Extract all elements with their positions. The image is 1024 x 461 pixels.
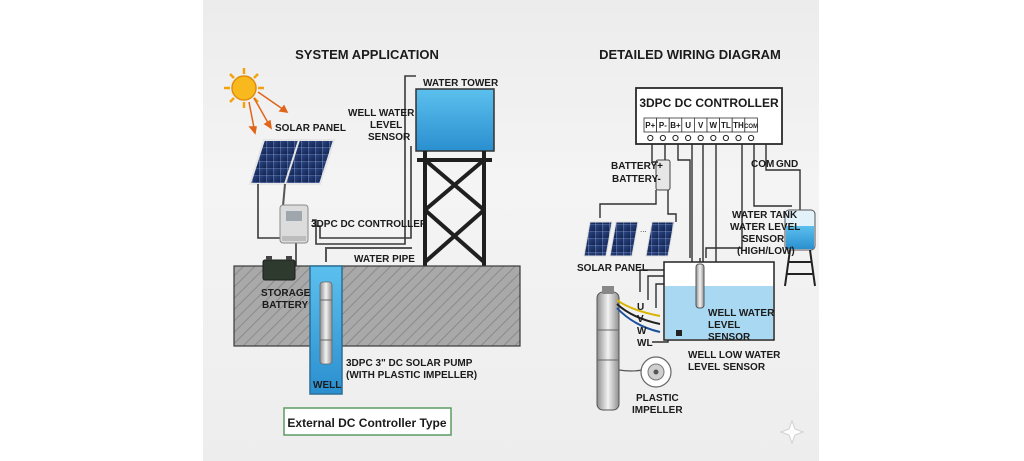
com-label: COM — [751, 159, 774, 170]
left-sensor-label-3: SENSOR — [368, 132, 411, 143]
battery-label-1: STORAGE — [261, 288, 311, 299]
terminal-label: COM — [744, 124, 758, 130]
left-pump-label-1: 3DPC 3" DC SOLAR PUMP — [346, 358, 473, 369]
terminal-label: U — [685, 121, 691, 130]
left-pump-label-2: (WITH PLASTIC IMPELLER) — [346, 370, 477, 381]
tank-sensor-label-4: (HIGH/LOW) — [737, 246, 795, 257]
wire-v-label: V — [637, 314, 644, 325]
pump-cable — [616, 299, 661, 333]
impeller-label-2: IMPELLER — [632, 405, 683, 416]
well-sensor-label-2: LEVEL — [708, 320, 740, 331]
right-pump-icon — [596, 286, 620, 411]
water-tower-tank — [415, 88, 495, 152]
terminal-screw — [697, 134, 704, 142]
sun-icon — [224, 68, 264, 108]
water-pipe-label: WATER PIPE — [354, 254, 415, 265]
terminal-screw — [735, 134, 742, 142]
left-pump-icon — [319, 281, 333, 365]
water-tower-label: WATER TOWER — [423, 78, 499, 89]
sparkle-icon — [779, 419, 805, 445]
right-controller-title: 3DPC DC CONTROLLER — [639, 96, 779, 110]
type-box — [283, 407, 452, 436]
well-water — [665, 286, 773, 339]
right-title: DETAILED WIRING DIAGRAM — [599, 47, 781, 62]
terminal-screw — [748, 134, 755, 142]
low-sensor-icon — [676, 330, 682, 336]
terminal-label: V — [698, 121, 704, 130]
water-tank-icon — [784, 209, 816, 287]
impeller-label-1: PLASTIC — [636, 393, 679, 404]
terminal-label: P- — [659, 121, 667, 130]
battery-icon — [262, 256, 296, 281]
impeller-leader — [618, 369, 643, 372]
terminal-screw — [722, 134, 730, 142]
type-box-label: External DC Controller Type — [287, 416, 446, 430]
left-controller-icon — [279, 204, 309, 244]
terminal-screw — [647, 134, 654, 142]
terminal-screw — [659, 134, 667, 142]
terminal-label: TL — [721, 121, 731, 130]
terminal-screw — [685, 134, 692, 142]
well-sensor-label-3: SENSOR — [708, 332, 751, 343]
low-sensor-label-1: WELL LOW WATER — [688, 350, 781, 361]
gnd-label: GND — [776, 159, 798, 170]
terminal-label: B+ — [670, 121, 681, 130]
svg-text:...: ... — [640, 225, 647, 234]
wire-wl-label: WL — [637, 338, 653, 349]
left-sensor-label-2: LEVEL — [370, 120, 402, 131]
well-float-sensor — [695, 263, 705, 309]
water-pipe-line — [325, 247, 412, 262]
battery-minus-label: BATTERY- — [612, 174, 661, 185]
left-controller-label: 3DPC DC CONTROLLER — [311, 219, 428, 230]
water-tower-legs — [423, 151, 486, 268]
tank-sensor-label-2: WATER LEVEL — [730, 222, 800, 233]
terminal-screw — [710, 134, 717, 142]
battery-label-2: BATTERY — [262, 300, 308, 311]
terminal-cell — [744, 117, 758, 133]
well-sensor-label-1: WELL WATER — [708, 308, 775, 319]
tank-sensor-label-3: SENSOR — [742, 234, 785, 245]
breaker-icon — [655, 159, 671, 191]
terminal-screw — [672, 134, 679, 142]
left-solar-panel-label: SOLAR PANEL — [275, 123, 346, 134]
battery-plus-label: BATTERY+ — [611, 161, 663, 172]
terminal-label: P+ — [645, 121, 655, 130]
terminal-label: TH — [733, 121, 744, 130]
wire-w-label: W — [637, 326, 647, 337]
solar-panel-icon — [248, 139, 336, 207]
wire-u-label: U — [637, 302, 644, 313]
right-controller-box — [635, 87, 783, 145]
left-title: SYSTEM APPLICATION — [295, 47, 439, 62]
right-solar-panel-label: SOLAR PANEL — [577, 263, 648, 274]
well-label: WELL — [313, 380, 341, 391]
low-sensor-label-2: LEVEL SENSOR — [688, 362, 766, 373]
terminal-label: W — [710, 121, 718, 130]
left-sensor-label-1: WELL WATER — [348, 108, 415, 119]
impeller-icon — [640, 356, 672, 388]
right-solar-panels-icon: ... — [583, 221, 675, 257]
tank-sensor-label-1: WATER TANK — [732, 210, 798, 221]
sun-ray-arrows — [248, 91, 289, 135]
